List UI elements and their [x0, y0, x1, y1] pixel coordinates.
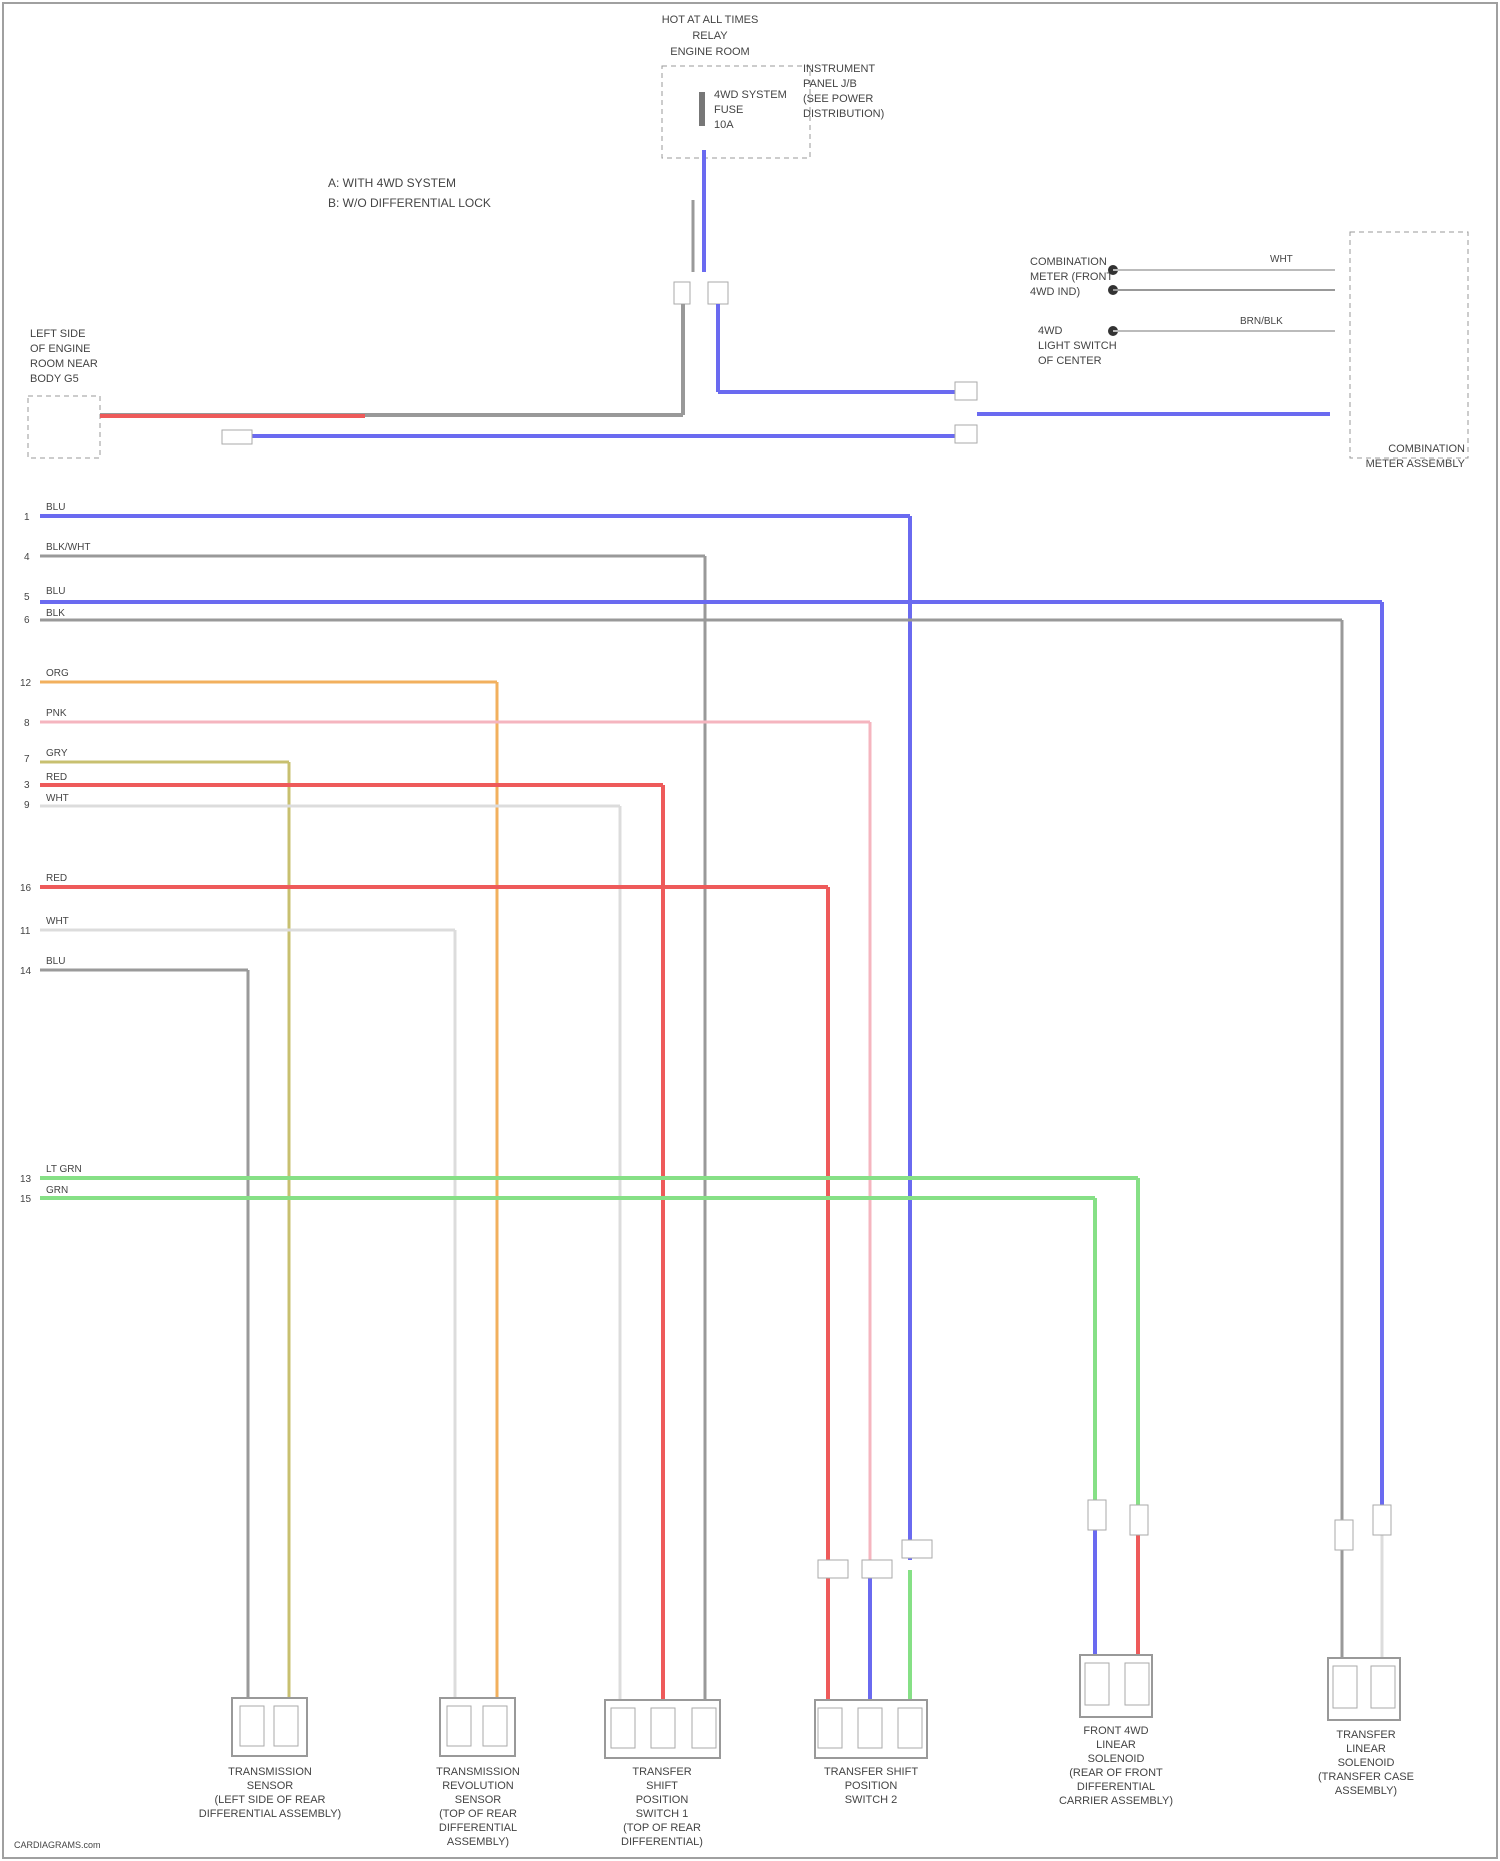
- top-box-label-2: ENGINE ROOM: [670, 46, 749, 58]
- top-box-side-label-2: (SEE POWER: [803, 93, 873, 105]
- component-4-line-1: LINEAR: [1096, 1739, 1136, 1751]
- row-4-wire: ORG: [46, 668, 69, 679]
- row-1-pin: 4: [24, 552, 30, 563]
- row-6-pin: 7: [24, 754, 30, 765]
- component-5-line-4: ASSEMBLY): [1335, 1785, 1397, 1797]
- component-4-line-2: SOLENOID: [1088, 1753, 1145, 1765]
- row-12-wire: LT GRN: [46, 1164, 82, 1175]
- component-2-line-4: (TOP OF REAR: [623, 1822, 701, 1834]
- right-input-1-line-1: LIGHT SWITCH: [1038, 340, 1117, 352]
- component-1-line-1: REVOLUTION: [442, 1780, 514, 1792]
- right-input-0-line-1: METER (FRONT: [1030, 271, 1113, 283]
- left-ground-label-3: BODY G5: [30, 373, 79, 385]
- row-7-pin: 3: [24, 780, 30, 791]
- top-fuse-label-2: 10A: [714, 119, 734, 131]
- row-11-pin: 14: [20, 966, 32, 977]
- component-0-line-1: SENSOR: [247, 1780, 294, 1792]
- row-11-wire: BLU: [46, 956, 65, 967]
- legend-item-0: A: WITH 4WD SYSTEM: [328, 176, 456, 190]
- row-0-wire: BLU: [46, 502, 65, 513]
- footer-credit: CARDIAGRAMS.com: [14, 1840, 101, 1850]
- row-9-wire: RED: [46, 873, 67, 884]
- row-4-pin: 12: [20, 678, 32, 689]
- right-module-label-1: METER ASSEMBLY: [1366, 458, 1466, 470]
- top-box-side-label-1: PANEL J/B: [803, 78, 857, 90]
- feed-connector-left: [674, 282, 690, 304]
- row-9-pin: 16: [20, 883, 32, 894]
- component-3-line-0: TRANSFER SHIFT: [824, 1766, 918, 1778]
- component-1-line-3: (TOP OF REAR: [439, 1808, 517, 1820]
- row-10-wire: WHT: [46, 916, 69, 927]
- left-ground-label-2: ROOM NEAR: [30, 358, 98, 370]
- top-fuse-label-1: FUSE: [714, 104, 743, 116]
- row-1-wire: BLK/WHT: [46, 542, 90, 553]
- component-1-line-5: ASSEMBLY): [447, 1836, 509, 1848]
- right-input-0-line-0: COMBINATION: [1030, 256, 1107, 268]
- component-4-line-4: DIFFERENTIAL: [1077, 1781, 1155, 1793]
- component-0-line-3: DIFFERENTIAL ASSEMBLY): [199, 1808, 341, 1820]
- left-ground-label-0: LEFT SIDE: [30, 328, 85, 340]
- right-input-1-line-0: 4WD: [1038, 325, 1063, 337]
- right-input-1-wire: BRN/BLK: [1240, 316, 1283, 327]
- row-7-wire: RED: [46, 772, 67, 783]
- component-4-line-3: (REAR OF FRONT: [1069, 1767, 1163, 1779]
- component-0-line-0: TRANSMISSION: [228, 1766, 312, 1778]
- component-2-line-5: DIFFERENTIAL): [621, 1836, 703, 1848]
- right-module-label-0: COMBINATION: [1388, 443, 1465, 455]
- component-2-line-2: POSITION: [636, 1794, 689, 1806]
- top-box-side-label-0: INSTRUMENT: [803, 63, 875, 75]
- row-12-pin: 13: [20, 1174, 32, 1185]
- row-13-wire: GRN: [46, 1185, 68, 1196]
- row-10-pin: 11: [20, 926, 31, 937]
- component-5-line-1: LINEAR: [1346, 1743, 1386, 1755]
- component-5-line-3: (TRANSFER CASE: [1318, 1771, 1414, 1783]
- row-0-pin: 1: [24, 512, 30, 523]
- component-2-line-0: TRANSFER: [632, 1766, 691, 1778]
- top-box-label-1: RELAY: [692, 30, 728, 42]
- component-2-line-3: SWITCH 1: [636, 1808, 689, 1820]
- right-input-0-wire: WHT: [1270, 254, 1293, 265]
- row-5-pin: 8: [24, 718, 30, 729]
- component-1-line-0: TRANSMISSION: [436, 1766, 520, 1778]
- component-4-line-0: FRONT 4WD: [1083, 1725, 1148, 1737]
- component-5-line-0: TRANSFER: [1336, 1729, 1395, 1741]
- top-box-side-label-3: DISTRIBUTION): [803, 108, 884, 120]
- component-2-line-1: SHIFT: [646, 1780, 678, 1792]
- right-input-0-line-2: 4WD IND): [1030, 286, 1080, 298]
- row-5-wire: PNK: [46, 708, 67, 719]
- component-3-line-2: SWITCH 2: [845, 1794, 898, 1806]
- component-0-line-2: (LEFT SIDE OF REAR: [214, 1794, 325, 1806]
- legend-item-1: B: W/O DIFFERENTIAL LOCK: [328, 196, 491, 210]
- right-input-1-line-2: OF CENTER: [1038, 355, 1102, 367]
- row-13-pin: 15: [20, 1194, 32, 1205]
- row-2-wire: BLU: [46, 586, 65, 597]
- component-1-line-4: DIFFERENTIAL: [439, 1822, 517, 1834]
- top-fuse-label-0: 4WD SYSTEM: [714, 89, 787, 101]
- row-3-wire: BLK: [46, 608, 65, 619]
- component-3-line-1: POSITION: [845, 1780, 898, 1792]
- component-5-line-2: SOLENOID: [1338, 1757, 1395, 1769]
- component-1-line-2: SENSOR: [455, 1794, 502, 1806]
- row-3-pin: 6: [24, 615, 30, 626]
- row-2-pin: 5: [24, 592, 30, 603]
- fuse-icon: [699, 92, 705, 126]
- row-8-pin: 9: [24, 800, 30, 811]
- row-8-wire: WHT: [46, 793, 69, 804]
- feed-connector-right: [708, 282, 728, 304]
- top-box-label-0: HOT AT ALL TIMES: [662, 14, 759, 26]
- row-6-wire: GRY: [46, 748, 68, 759]
- left-ground-label-1: OF ENGINE: [30, 343, 91, 355]
- component-4-line-5: CARRIER ASSEMBLY): [1059, 1795, 1173, 1807]
